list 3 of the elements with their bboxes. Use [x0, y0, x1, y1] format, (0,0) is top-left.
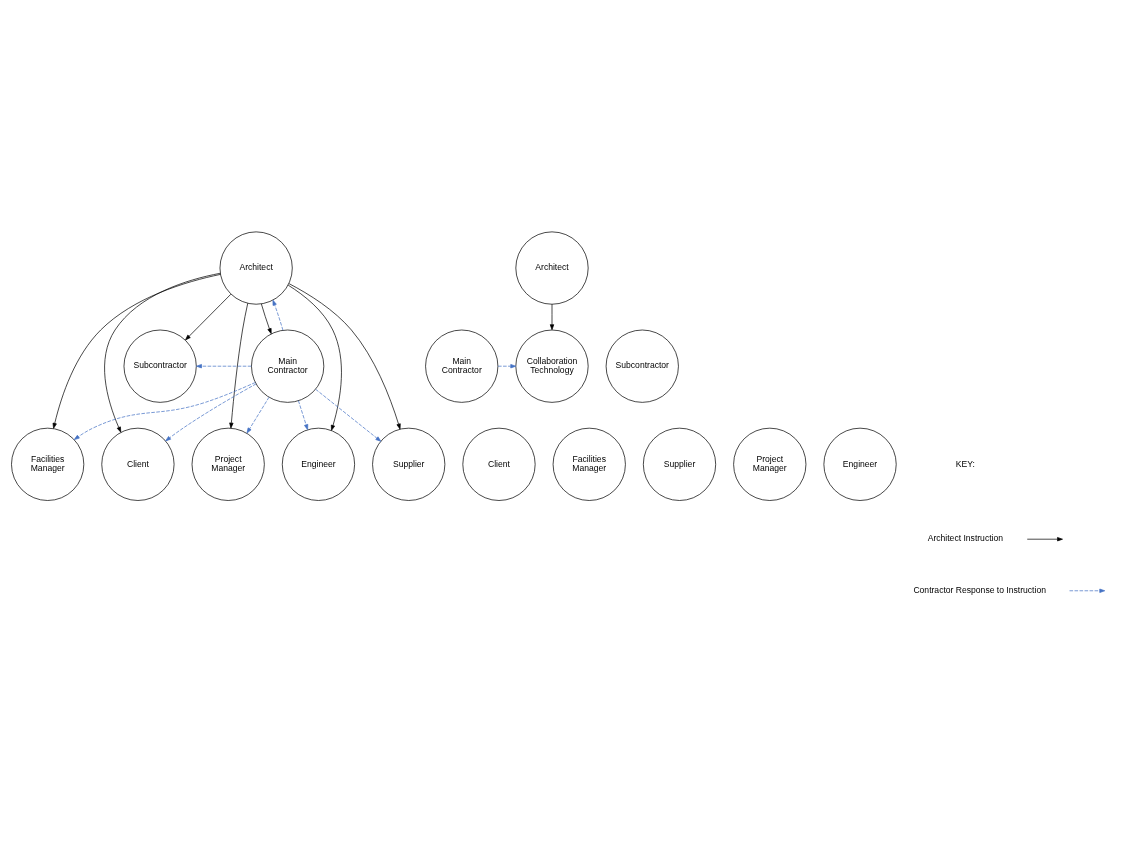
legend-label: Architect Instruction	[927, 533, 1004, 544]
label: KEY:	[955, 458, 975, 469]
legend-label: Contractor Response to Instruction	[913, 585, 1046, 595]
